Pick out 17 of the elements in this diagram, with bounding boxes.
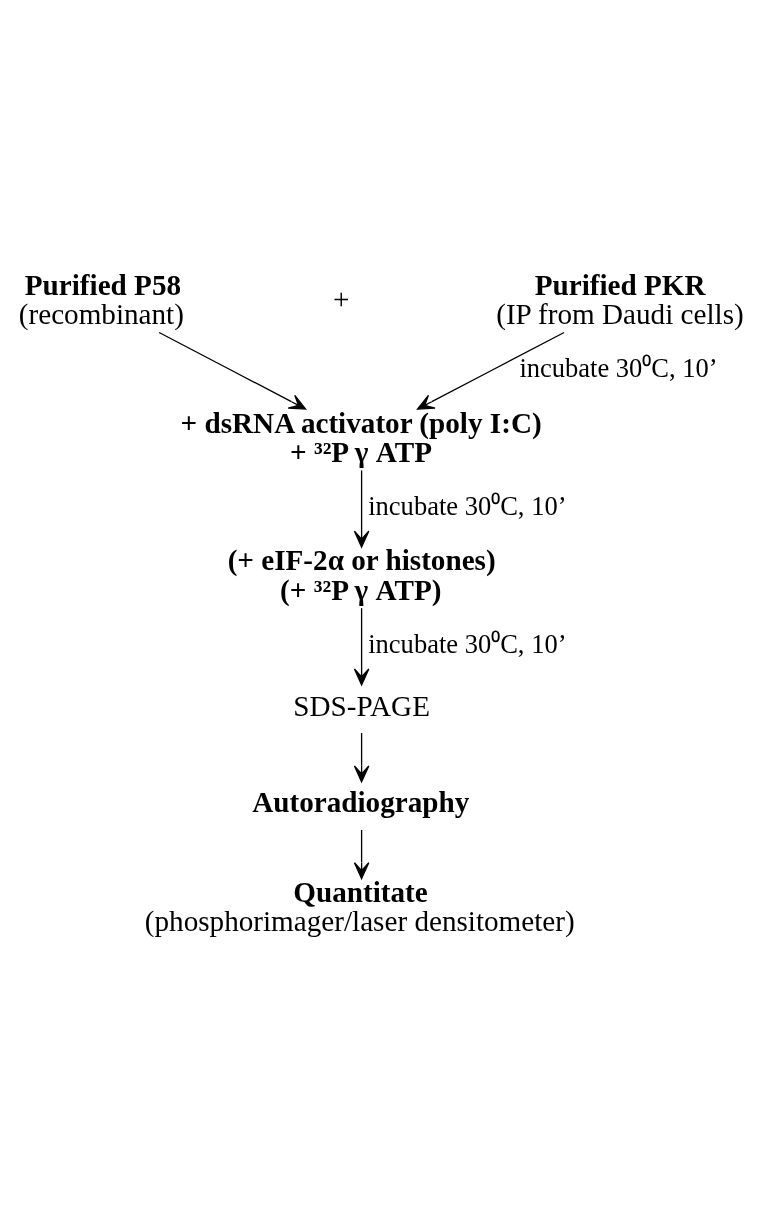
edge-label: incubate 30⁰C, 10’ xyxy=(519,353,718,384)
node-text: Quantitate (phosphorimager/laser densitometer) xyxy=(144,876,575,938)
arrow xyxy=(416,331,565,410)
edge-label: incubate 30⁰C, 10’ xyxy=(368,629,567,660)
edge-label: incubate 30⁰C, 10’ xyxy=(368,491,567,522)
arrow xyxy=(353,607,370,686)
arrow xyxy=(353,732,370,783)
node-text: Purified PKR (IP from Daudi cells) xyxy=(496,268,744,330)
node-text: Purified P58 (recombinant) xyxy=(18,268,184,330)
node-text: SDS-PAGE xyxy=(293,690,430,723)
arrow xyxy=(353,829,370,880)
node-text: (+ eIF-2α or histones) (+ ³²P γ ATP) xyxy=(227,544,496,606)
arrow xyxy=(158,331,307,410)
label: + xyxy=(333,283,350,316)
node-text: Autoradiography xyxy=(252,785,470,818)
arrow xyxy=(353,469,370,548)
node-text: + dsRNA activator (poly I:C) + ³²P γ ATP xyxy=(180,406,542,468)
